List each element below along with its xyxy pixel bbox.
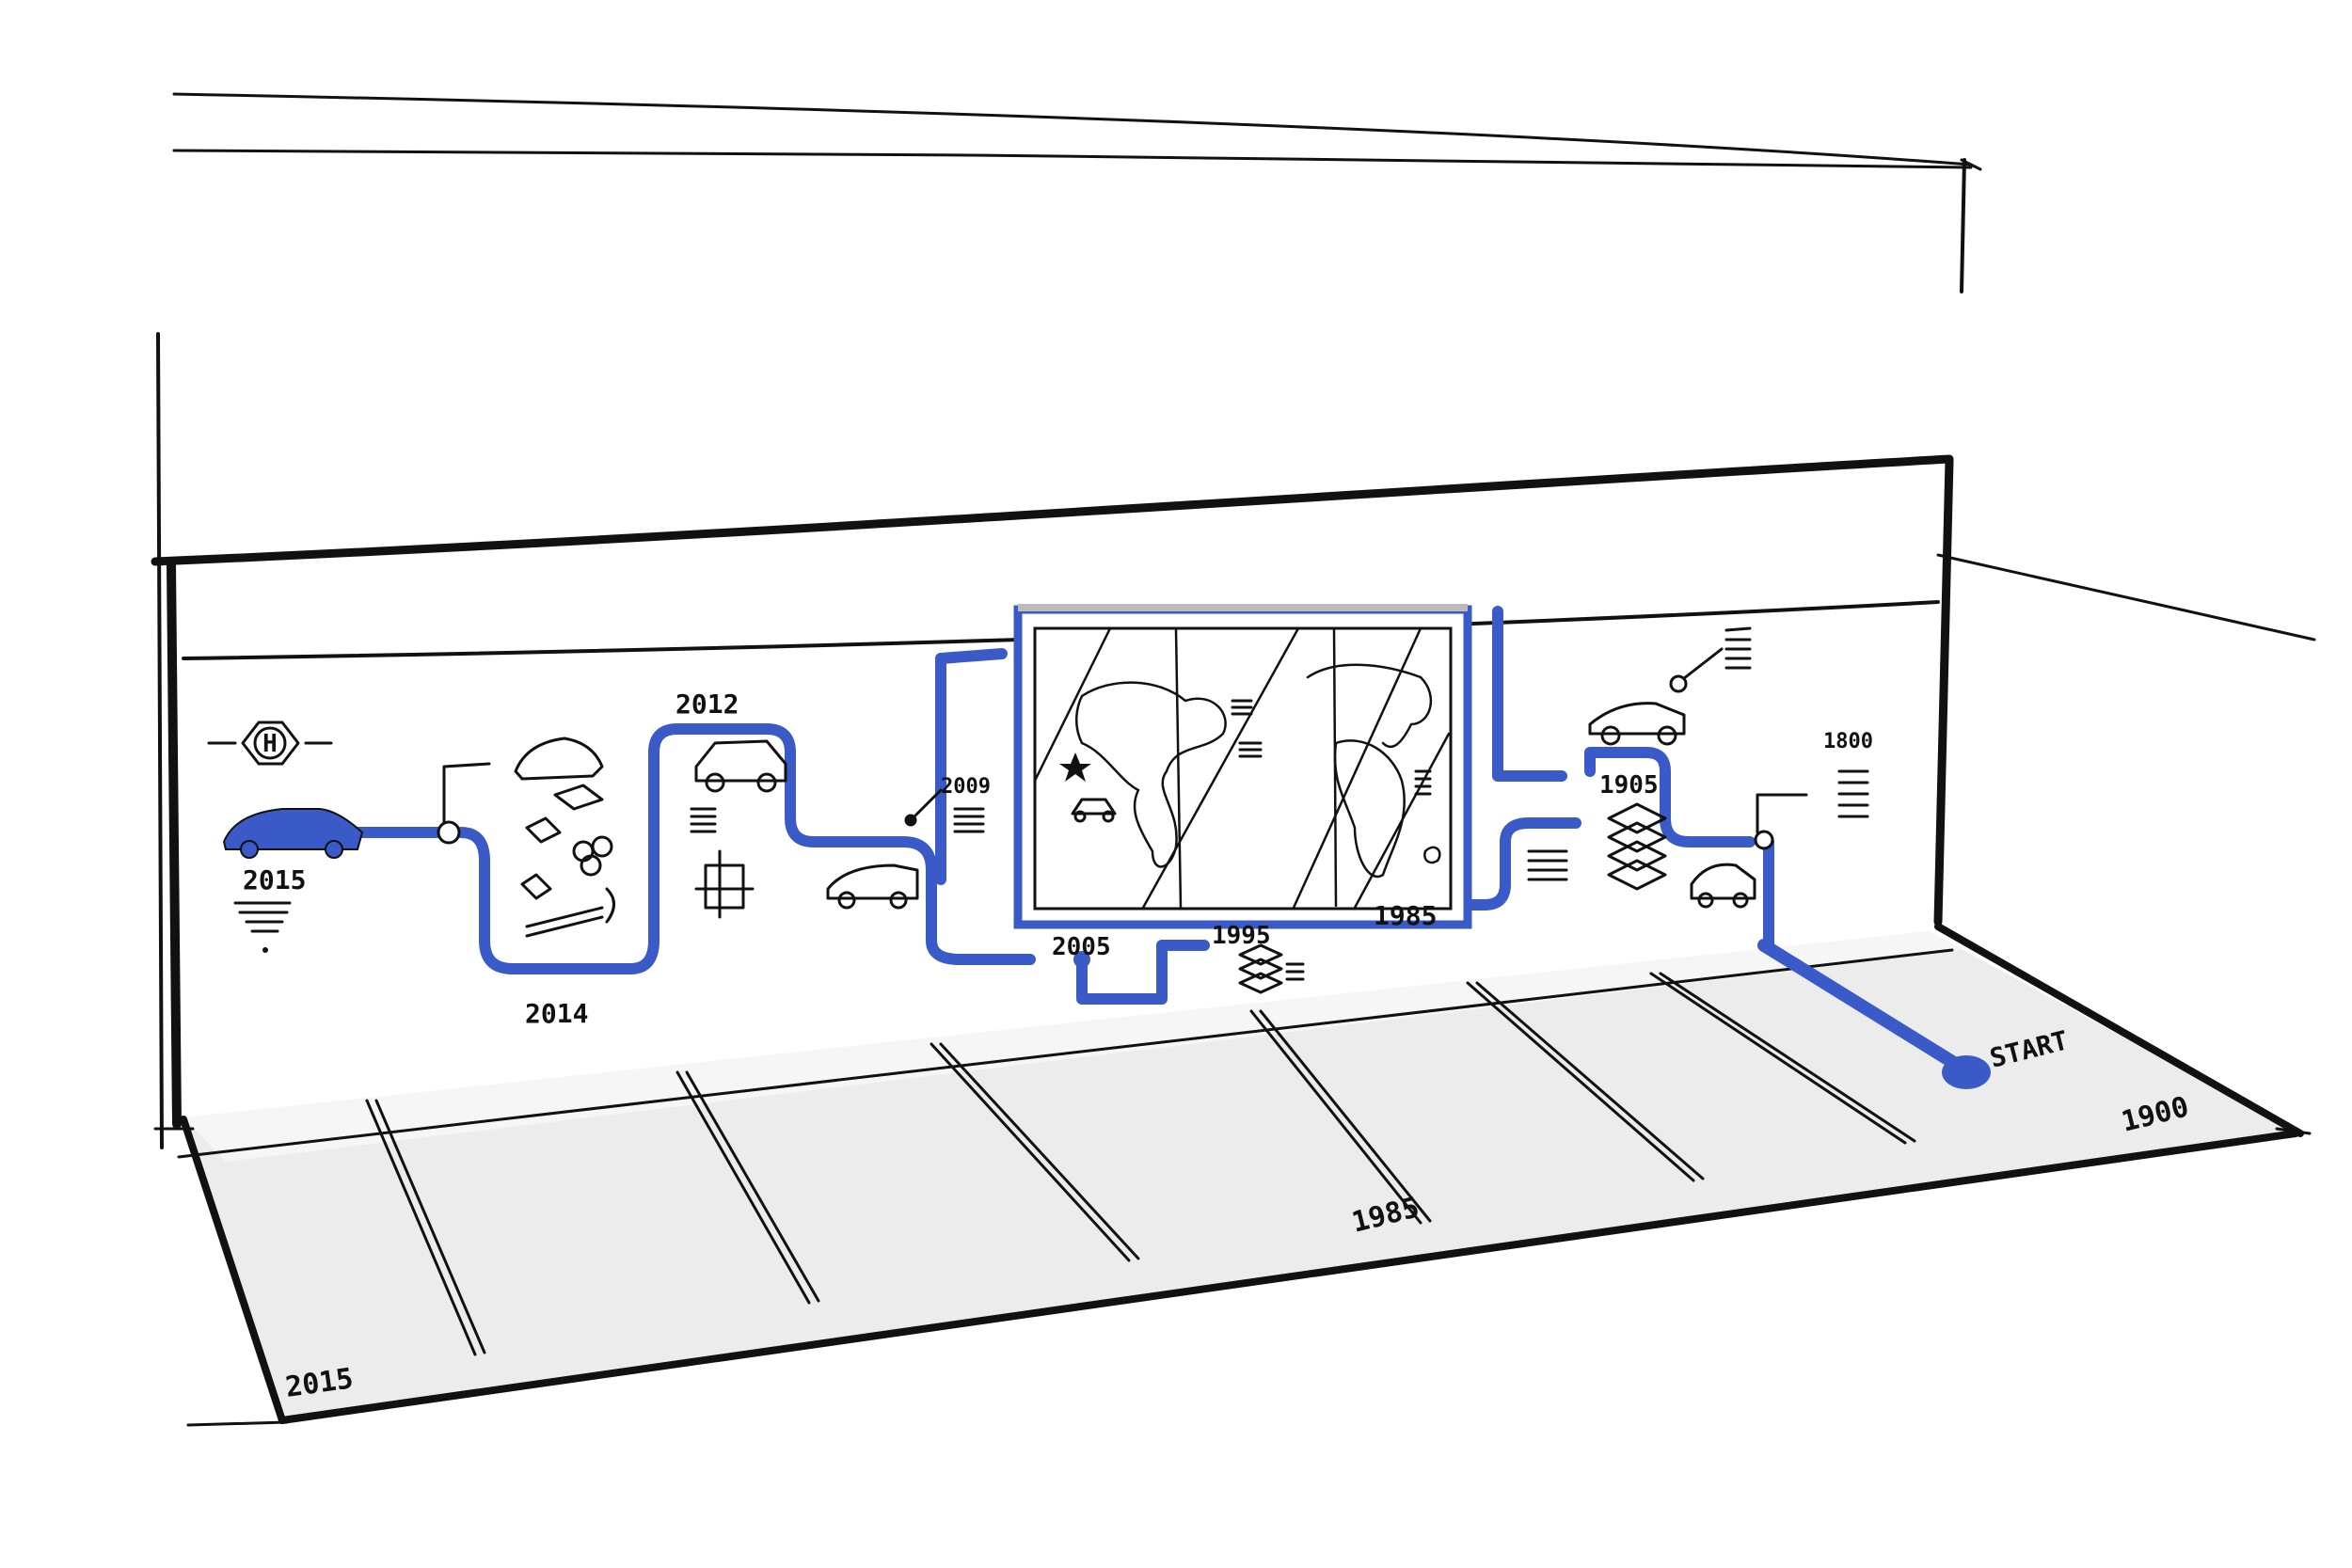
- marker-2009: [904, 788, 985, 833]
- text-lines-icon: [1231, 699, 1432, 796]
- year-1985-wall-label: 1985: [1374, 900, 1437, 931]
- layers-icon: [1238, 943, 1305, 994]
- year-2015-label: 2015: [243, 864, 306, 895]
- floor: [153, 923, 2312, 1427]
- hydrogen-hexagon-icon: H: [207, 721, 333, 766]
- timeline-path: [342, 606, 1774, 1005]
- floor-start-path: [1757, 939, 1991, 1089]
- ceiling-lines: [172, 92, 1982, 171]
- parts-2014-icon: [437, 736, 615, 938]
- world-map-screen: [1013, 604, 1472, 929]
- year-1905-label: 1905: [1599, 771, 1659, 800]
- year-2005-label: 2005: [1052, 933, 1111, 961]
- year-1800-label: 1800: [1823, 730, 1873, 753]
- world-map-icon: [1033, 626, 1451, 910]
- hydrogen-label: H: [262, 730, 278, 758]
- year-2012-label: 2012: [675, 689, 739, 720]
- layers-1905-icon: [1527, 802, 1667, 891]
- year-2014-label: 2014: [525, 998, 588, 1029]
- classic-car-icon: [1588, 626, 1756, 909]
- car-2015-icon: [222, 808, 364, 953]
- car-icon: [1071, 798, 1117, 823]
- year-2009-label: 2009: [941, 775, 991, 799]
- marker-1800: [1754, 769, 1869, 850]
- start-marker: [1942, 1055, 1991, 1089]
- suv-2012-icon: [690, 739, 919, 919]
- star-icon: [1059, 752, 1091, 782]
